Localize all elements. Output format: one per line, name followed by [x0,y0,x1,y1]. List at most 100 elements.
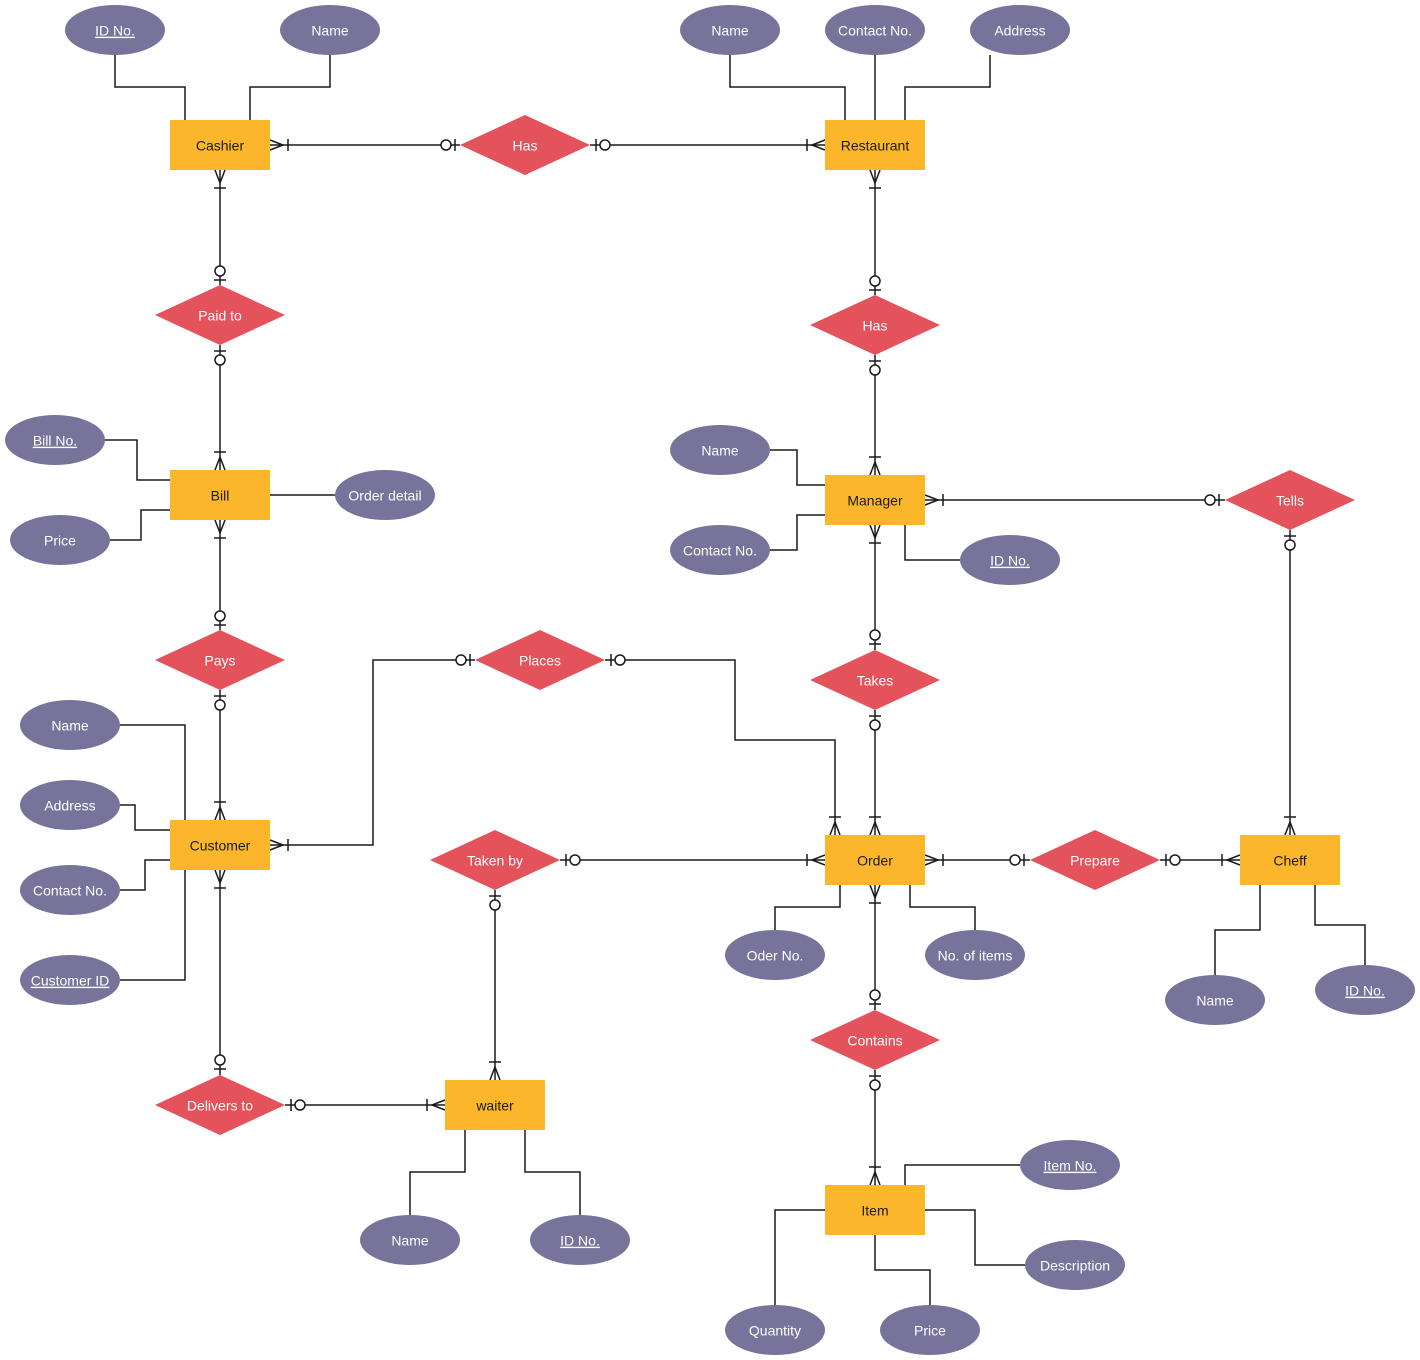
link-manager-contact [770,514,825,551]
attribute-restaurant-contact[interactable]: Contact No. [825,5,925,55]
link-customer-name [120,724,186,820]
entity-restaurant[interactable]: Restaurant [825,120,925,170]
entity-item[interactable]: Item [825,1185,925,1235]
entity-waiter[interactable]: waiter [445,1080,545,1130]
attribute-item-description[interactable]: Description [1025,1240,1125,1290]
attribute-customer-name[interactable]: Name [20,700,120,750]
relationship-taken-by[interactable]: Taken by [430,830,560,890]
attribute-label: Item No. [1044,1158,1097,1174]
attribute-cheff-id[interactable]: ID No. [1315,965,1415,1015]
entity-cheff[interactable]: Cheff [1240,835,1340,885]
attribute-bill-order-detail[interactable]: Order detail [335,470,435,520]
relationship-takes[interactable]: Takes [810,650,940,710]
attribute-manager-id[interactable]: ID No. [960,535,1060,585]
attribute-customer-address[interactable]: Address [20,780,120,830]
crow-foot-marker [214,451,226,471]
attribute-bill-price[interactable]: Price [10,515,110,565]
relationship-paid-to[interactable]: Paid to [155,285,285,345]
attribute-manager-name[interactable]: Name [670,425,770,475]
attribute-customer-contact[interactable]: Contact No. [20,865,120,915]
attribute-manager-contact[interactable]: Contact No. [670,525,770,575]
attribute-order-items[interactable]: No. of items [925,930,1025,980]
crow-foot-marker [806,139,826,151]
link-bill-price [110,509,170,541]
crow-foot-marker [869,456,881,476]
entity-label: Item [861,1203,888,1219]
link-cashier-id [114,55,186,120]
attribute-customer-id[interactable]: Customer ID [20,955,120,1005]
link-item-no [904,1164,1020,1185]
entity-label: Restaurant [841,138,910,154]
attribute-label: Price [44,533,76,549]
attribute-waiter-id[interactable]: ID No. [530,1215,630,1265]
link-item-description [925,1209,1025,1266]
crow-foot-marker [869,816,881,836]
entity-customer[interactable]: Customer [170,820,270,870]
zero-circle-marker [599,139,611,151]
link-customer-contact [120,859,170,891]
relationship-contains[interactable]: Contains [810,1010,940,1070]
link-restaurant-address [904,55,991,120]
link-restaurant-name [729,55,846,120]
attribute-label: Contact No. [683,543,757,559]
entity-cashier[interactable]: Cashier [170,120,270,170]
zero-circle-marker [214,354,226,366]
link-manager-id [904,525,960,561]
attribute-label: Address [44,798,95,814]
relationship-label: Has [513,138,538,154]
relationship-pays[interactable]: Pays [155,630,285,690]
zero-circle-marker [1169,854,1181,866]
attribute-cheff-name[interactable]: Name [1165,975,1265,1025]
attribute-waiter-name[interactable]: Name [360,1215,460,1265]
attribute-cashier-name[interactable]: Name [280,5,380,55]
attribute-order-no[interactable]: Oder No. [725,930,825,980]
link-item-price [874,1235,931,1305]
zero-circle-marker [294,1099,306,1111]
entity-bill[interactable]: Bill [170,470,270,520]
entity-manager[interactable]: Manager [825,475,925,525]
attribute-label: Name [51,718,89,734]
attribute-restaurant-name[interactable]: Name [680,5,780,55]
attribute-item-price[interactable]: Price [880,1305,980,1355]
relationship-has-restaurant-manager[interactable]: Has [810,295,940,355]
relationship-places[interactable]: Places [475,630,605,690]
attribute-label: Name [711,23,749,39]
entity-order[interactable]: Order [825,835,925,885]
crow-foot-marker [869,884,881,904]
attribute-label: Order detail [348,488,421,504]
relationship-label: Delivers to [187,1098,253,1114]
attribute-cashier-id[interactable]: ID No. [65,5,165,55]
zero-circle-marker [869,989,881,1001]
crow-foot-marker [869,169,881,189]
attribute-label: Contact No. [33,883,107,899]
crow-foot-marker [214,169,226,189]
zero-circle-marker [869,1079,881,1091]
entities: Cashier Restaurant Bill Manager Customer… [170,120,1340,1235]
attribute-label: Bill No. [33,433,77,449]
zero-circle-marker [869,275,881,287]
crow-foot-marker [214,801,226,821]
crow-foot-marker [924,854,944,866]
attribute-label: ID No. [560,1233,600,1249]
crow-foot-marker [214,869,226,889]
attribute-item-no[interactable]: Item No. [1020,1140,1120,1190]
relationship-label: Taken by [467,853,523,869]
zero-circle-marker [569,854,581,866]
attribute-label: Description [1040,1258,1110,1274]
relationship-label: Pays [204,653,235,669]
link-order-items [909,885,976,930]
link-order-no [774,885,841,930]
relationship-delivers-to[interactable]: Delivers to [155,1075,285,1135]
relationship-label: Paid to [198,308,242,324]
relationship-tells[interactable]: Tells [1225,470,1355,530]
attribute-bill-no[interactable]: Bill No. [5,415,105,465]
attribute-item-quantity[interactable]: Quantity [725,1305,825,1355]
relationship-has-cashier-restaurant[interactable]: Has [460,115,590,175]
attribute-restaurant-address[interactable]: Address [970,5,1070,55]
crow-foot-marker [1221,854,1241,866]
relationship-prepare[interactable]: Prepare [1030,830,1160,890]
crow-foot-marker [214,519,226,539]
attribute-label: Name [1196,993,1234,1009]
crow-foot-marker [869,1166,881,1186]
